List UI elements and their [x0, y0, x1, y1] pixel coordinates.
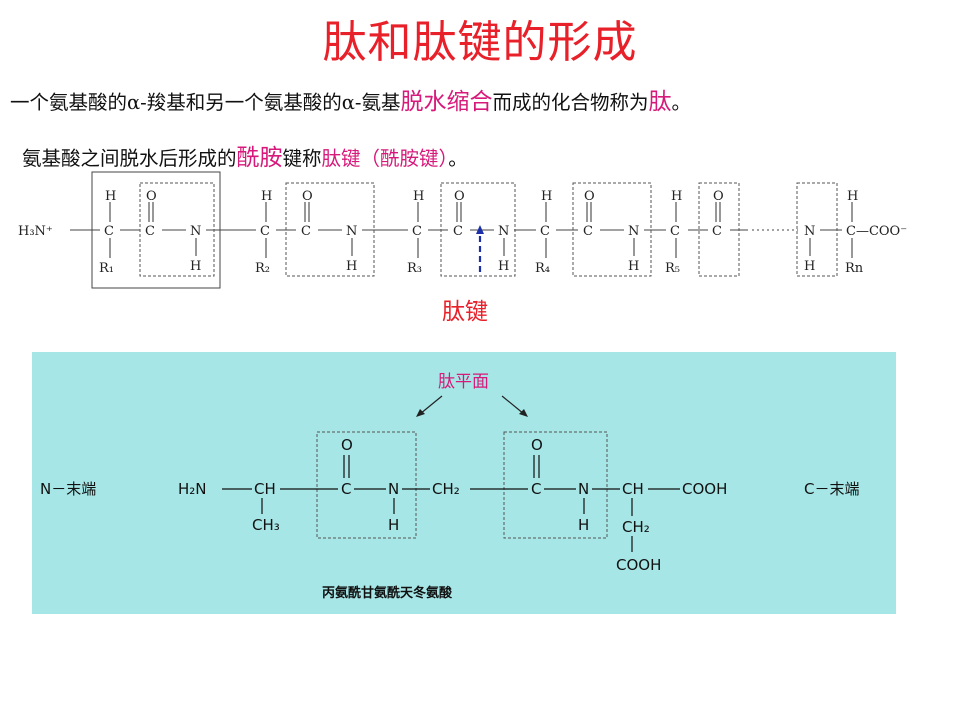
n-end-label: N－末端	[40, 480, 96, 498]
ch2-label-2: CH₂	[622, 518, 650, 536]
peptide-unit-box-4	[572, 182, 652, 277]
residue-label-r1: R₁	[99, 261, 114, 276]
residue-2: H C R₂ O C N H	[255, 189, 357, 276]
svg-text:C: C	[104, 224, 114, 239]
def-text-1: 一个氨基酸的α-羧基和另一个氨基酸的α-氨基	[10, 91, 401, 114]
peptide-plane-label: 肽平面	[438, 372, 489, 392]
svg-text:N: N	[190, 224, 201, 239]
residue-box-1	[91, 171, 221, 289]
vertical-bonds	[109, 202, 853, 258]
residue-4: H C R₄ O C N H	[535, 189, 639, 276]
svg-text:N: N	[498, 224, 509, 239]
def2-text-1: 氨基酸之间脱水后形成的	[22, 147, 237, 170]
svg-text:H: H	[578, 516, 589, 534]
def2-text-2: 键称	[282, 147, 322, 170]
plane-arrow-left	[419, 395, 443, 415]
svg-text:C: C	[412, 224, 422, 239]
svg-text:C: C	[540, 224, 550, 239]
svg-text:C: C	[453, 224, 463, 239]
peptide-unit-box-1	[139, 182, 215, 277]
svg-text:H: H	[498, 259, 509, 274]
page-title: 肽和肽键的形成	[322, 17, 638, 68]
def2-highlight-peptide-bond: 肽键（酰胺键）	[321, 147, 449, 170]
svg-text:N: N	[804, 224, 815, 239]
svg-text:H: H	[261, 189, 272, 204]
plane-arrow-right	[501, 395, 525, 415]
residue-5: H C R₅ O C	[665, 189, 724, 276]
definition-peptide: 一个氨基酸的α-羧基和另一个氨基酸的α-氨基脱水缩合而成的化合物称为肽。	[10, 82, 691, 116]
svg-text:N: N	[346, 224, 357, 239]
residue-label-r2: R₂	[255, 261, 270, 276]
peptide-bond-arrowhead	[476, 225, 484, 234]
residue-label-r3: R₃	[407, 261, 422, 276]
svg-text:CH: CH	[622, 480, 644, 498]
peptide-unit-box-3	[440, 182, 516, 277]
peptide-bond-label: 肽键	[442, 299, 488, 325]
svg-text:C: C	[145, 224, 155, 239]
peptide-plane-box-1	[316, 431, 417, 539]
peptide-unit-box-6	[796, 182, 838, 277]
def-highlight-peptide: 肽	[648, 89, 672, 115]
svg-text:O: O	[146, 189, 157, 204]
residue-n: N H H Rn C—COO⁻	[804, 189, 907, 276]
ch3-label: CH₃	[252, 516, 280, 534]
svg-text:H: H	[190, 259, 201, 274]
svg-text:C: C	[531, 480, 541, 498]
cooh-label-1: COOH	[682, 480, 727, 498]
svg-text:C: C	[712, 224, 722, 239]
def-text-2: 而成的化合物称为	[492, 91, 649, 114]
svg-text:H: H	[541, 189, 552, 204]
def2-highlight-amide: 酰胺	[236, 145, 283, 171]
svg-text:O: O	[531, 436, 543, 454]
peptide-unit-box-2	[285, 182, 375, 277]
svg-text:O: O	[584, 189, 595, 204]
peptide-unit-box-5	[698, 182, 740, 277]
definition-peptide-bond: 氨基酸之间脱水后形成的酰胺键称肽键（酰胺键）。	[22, 138, 468, 172]
svg-text:H: H	[847, 189, 858, 204]
tripeptide-diagram: 肽平面 N－末端 H₂N CH CH₃ C O N H CH₂ C O N H …	[40, 372, 859, 601]
peptide-plane-box-2	[503, 431, 608, 539]
svg-text:H: H	[671, 189, 682, 204]
svg-text:H: H	[628, 259, 639, 274]
def-text-3: 。	[671, 91, 692, 114]
residue-label-r5: R₅	[665, 261, 680, 276]
h2n-label: H₂N	[178, 480, 207, 498]
svg-text:H: H	[413, 189, 424, 204]
svg-text:H: H	[804, 259, 815, 274]
ch2-label-1: CH₂	[432, 480, 460, 498]
svg-text:N: N	[578, 480, 589, 498]
svg-text:C: C	[670, 224, 680, 239]
c-end-label: C－末端	[804, 480, 859, 498]
svg-text:H: H	[346, 259, 357, 274]
c-terminal-label: C—COO⁻	[846, 224, 907, 239]
svg-text:O: O	[454, 189, 465, 204]
def-highlight-dehydration: 脱水缩合	[400, 89, 493, 115]
svg-text:C: C	[583, 224, 593, 239]
residue-1: H C R₁ O C N H	[99, 189, 201, 276]
svg-text:C: C	[301, 224, 311, 239]
svg-text:C: C	[260, 224, 270, 239]
svg-text:O: O	[341, 436, 353, 454]
svg-text:N: N	[388, 480, 399, 498]
tripeptide-caption: 丙氨酰甘氨酰天冬氨酸	[322, 585, 453, 601]
residue-label-r4: R₄	[535, 261, 550, 276]
svg-text:N: N	[628, 224, 639, 239]
svg-text:H: H	[388, 516, 399, 534]
svg-text:CH: CH	[254, 480, 276, 498]
def2-text-3: 。	[448, 147, 468, 170]
n-terminal-label: H₃N⁺	[18, 224, 53, 239]
tripeptide-panel: 肽平面 N－末端 H₂N CH CH₃ C O N H CH₂ C O N H …	[32, 352, 896, 614]
cooh-label-2: COOH	[616, 556, 661, 574]
svg-text:O: O	[713, 189, 724, 204]
residue-label-rn: Rn	[845, 261, 864, 276]
peptide-chain-diagram: H₃N⁺ H C R₁ O C N H H C R₂ O C N H H C R…	[18, 171, 907, 289]
svg-text:O: O	[302, 189, 313, 204]
svg-text:H: H	[105, 189, 116, 204]
svg-text:C: C	[341, 480, 351, 498]
residue-3: H C R₃ O C N H	[407, 189, 509, 276]
